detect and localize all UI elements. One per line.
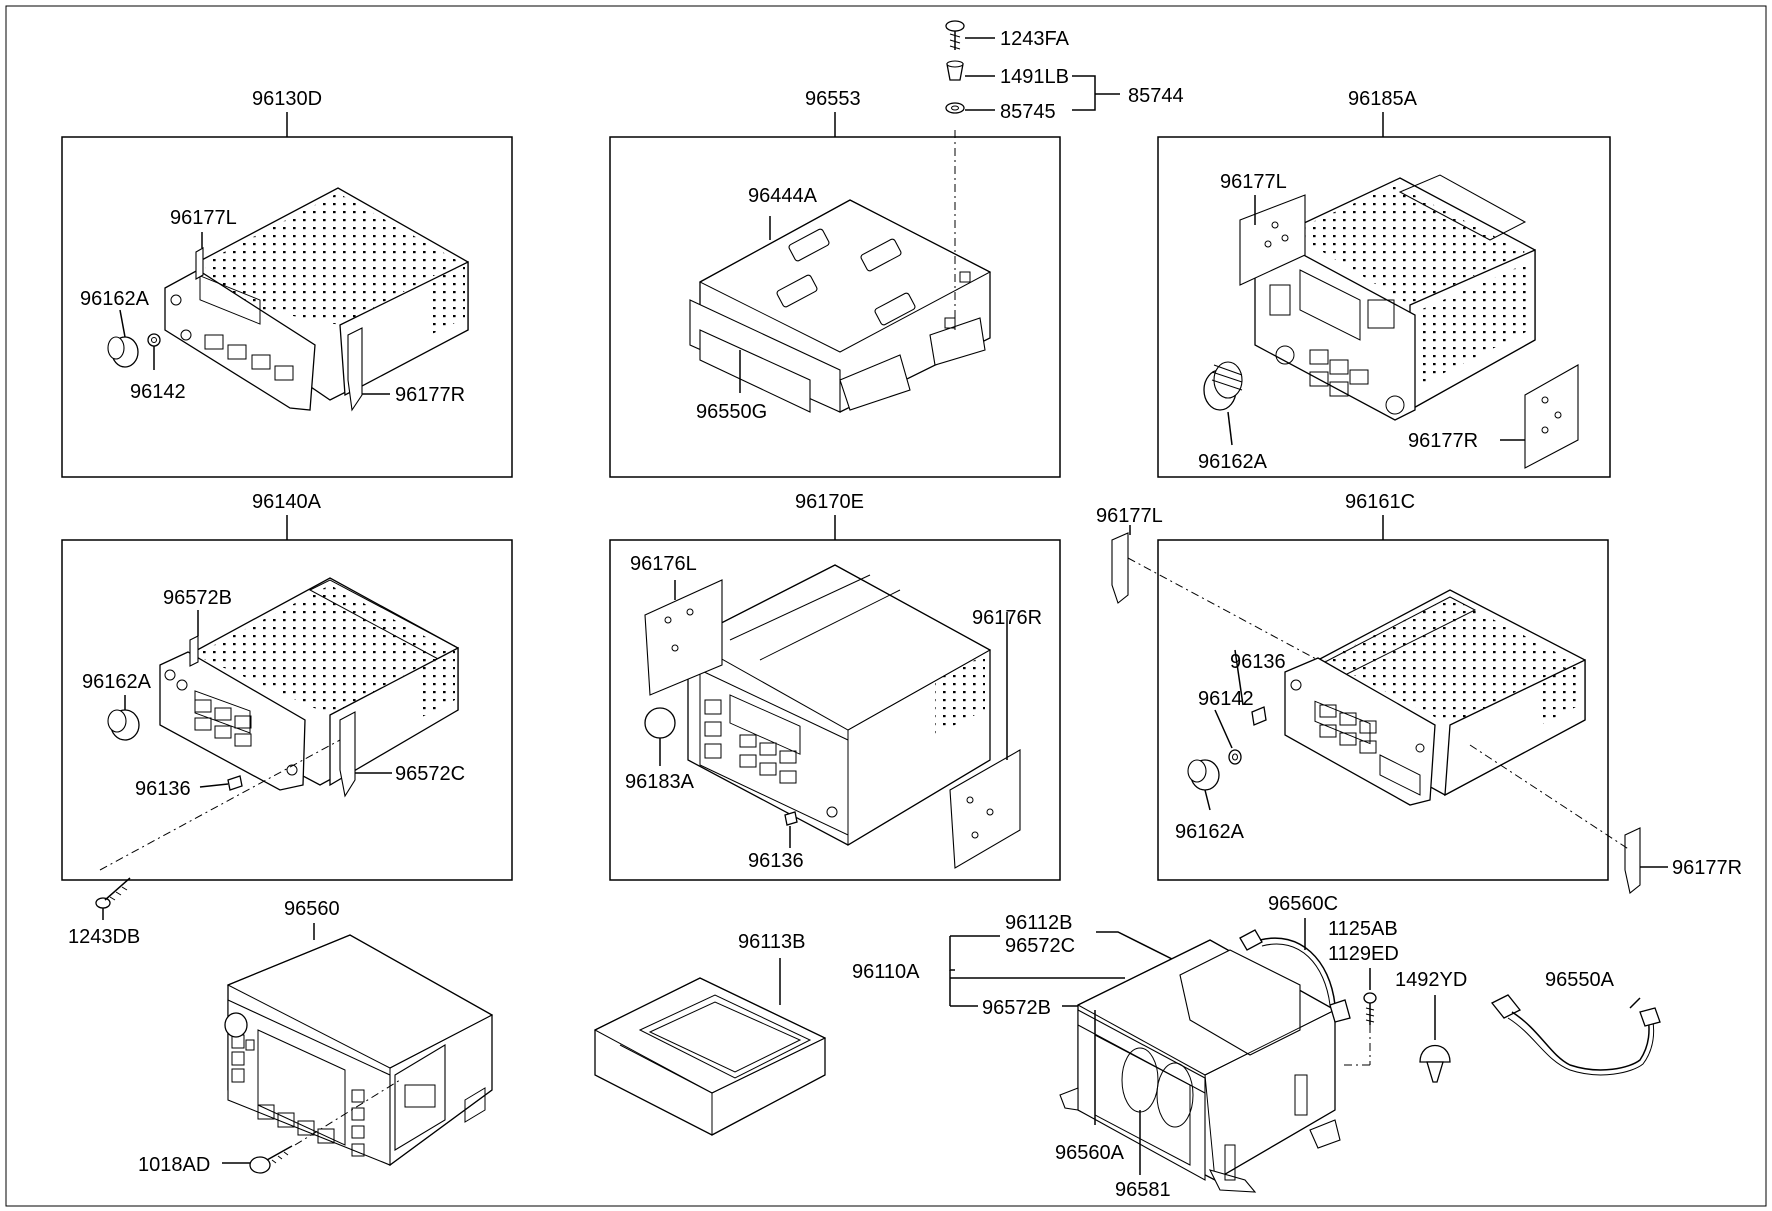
- callout-96185A: 96185A: [1348, 88, 1418, 110]
- group-96110A: 96112B 96572C 96110A 96572B 96560A 96581: [852, 912, 1341, 1201]
- group-96560: 96560 1018AD: [138, 898, 494, 1176]
- callout-96162A-b: 96162A: [1198, 451, 1268, 473]
- callout-96136-b: 96136: [748, 850, 804, 872]
- callout-96176R: 96176R: [972, 607, 1042, 629]
- callout-96581: 96581: [1115, 1179, 1171, 1201]
- group-85744: 1243FA 1491LB 85745 85744: [945, 20, 1184, 123]
- callout-1018AD: 1018AD: [138, 1154, 210, 1176]
- group-96553: 96553 96444A 96550G: [609, 88, 1061, 478]
- callout-96560C: 96560C: [1268, 893, 1338, 915]
- callout-96142-a: 96142: [130, 381, 186, 403]
- callout-96177L-a: 96177L: [170, 207, 237, 229]
- callout-1129ED: 1129ED: [1328, 943, 1399, 965]
- callout-96560A: 96560A: [1055, 1142, 1125, 1164]
- callout-96572C-a: 96572C: [395, 763, 465, 785]
- callout-1243FA: 1243FA: [1000, 28, 1070, 50]
- callout-96113B: 96113B: [738, 931, 805, 953]
- callout-96130D: 96130D: [252, 88, 322, 110]
- group-1243DB: 1243DB: [68, 877, 140, 948]
- callout-96161C: 96161C: [1345, 491, 1415, 513]
- group-96161C: 96161C 96177L 96136 96142 96162A 96177R: [1096, 491, 1742, 894]
- callout-96550G: 96550G: [696, 401, 767, 423]
- callout-96176L: 96176L: [630, 553, 697, 575]
- box-96185A: [1157, 136, 1611, 478]
- callout-96177L-b: 96177L: [1220, 171, 1287, 193]
- callout-1491LB: 1491LB: [1000, 66, 1069, 88]
- callout-96162A-a: 96162A: [80, 288, 150, 310]
- callout-96572C-b: 96572C: [1005, 935, 1075, 957]
- callout-96550A: 96550A: [1545, 969, 1615, 991]
- diagram-frame: [5, 5, 1767, 1207]
- callout-1125AB: 1125AB: [1328, 918, 1398, 940]
- callout-85745: 85745: [1000, 101, 1056, 123]
- group-96185A: 96185A 96177L 96162A 96177R: [1157, 88, 1611, 478]
- callout-96140A: 96140A: [252, 491, 322, 513]
- callout-96170E: 96170E: [795, 491, 864, 513]
- group-96130D: 96130D 96177L 96162A 96142 96177R: [61, 88, 513, 478]
- callout-96110A: 96110A: [852, 961, 920, 983]
- callout-96183A: 96183A: [625, 771, 695, 793]
- callout-1243DB: 1243DB: [68, 926, 140, 948]
- callout-96162A-c: 96162A: [82, 671, 152, 693]
- callout-96136-a: 96136: [135, 778, 191, 800]
- callout-96177R-a: 96177R: [395, 384, 465, 406]
- group-96550A: 96550A: [1490, 969, 1661, 1076]
- callout-96553: 96553: [805, 88, 861, 110]
- group-96113B: 96113B: [593, 931, 827, 1136]
- callout-96136-c: 96136: [1230, 651, 1286, 673]
- callout-1492YD: 1492YD: [1395, 969, 1467, 991]
- group-96140A: 96140A 96572B 96162A 96136 96572C: [61, 491, 513, 881]
- callout-85744: 85744: [1128, 85, 1184, 107]
- callout-96572B-b: 96572B: [982, 997, 1051, 1019]
- callout-96177R-c: 96177R: [1672, 857, 1742, 879]
- callout-96444A: 96444A: [748, 185, 818, 207]
- callout-96112B: 96112B: [1005, 912, 1072, 934]
- callout-96162A-d: 96162A: [1175, 821, 1245, 843]
- group-1492YD: 1492YD: [1395, 969, 1467, 1083]
- group-96170E: 96170E 96176L 96176R 96183A 96136: [609, 491, 1061, 881]
- callout-96142-c: 96142: [1198, 688, 1254, 710]
- callout-96177R-b: 96177R: [1408, 430, 1478, 452]
- callout-96560: 96560: [284, 898, 340, 920]
- callout-96572B-a: 96572B: [163, 587, 232, 609]
- callout-96177L-c: 96177L: [1096, 505, 1163, 527]
- group-96560C: 96560C 1125AB 1129ED: [1239, 893, 1399, 1066]
